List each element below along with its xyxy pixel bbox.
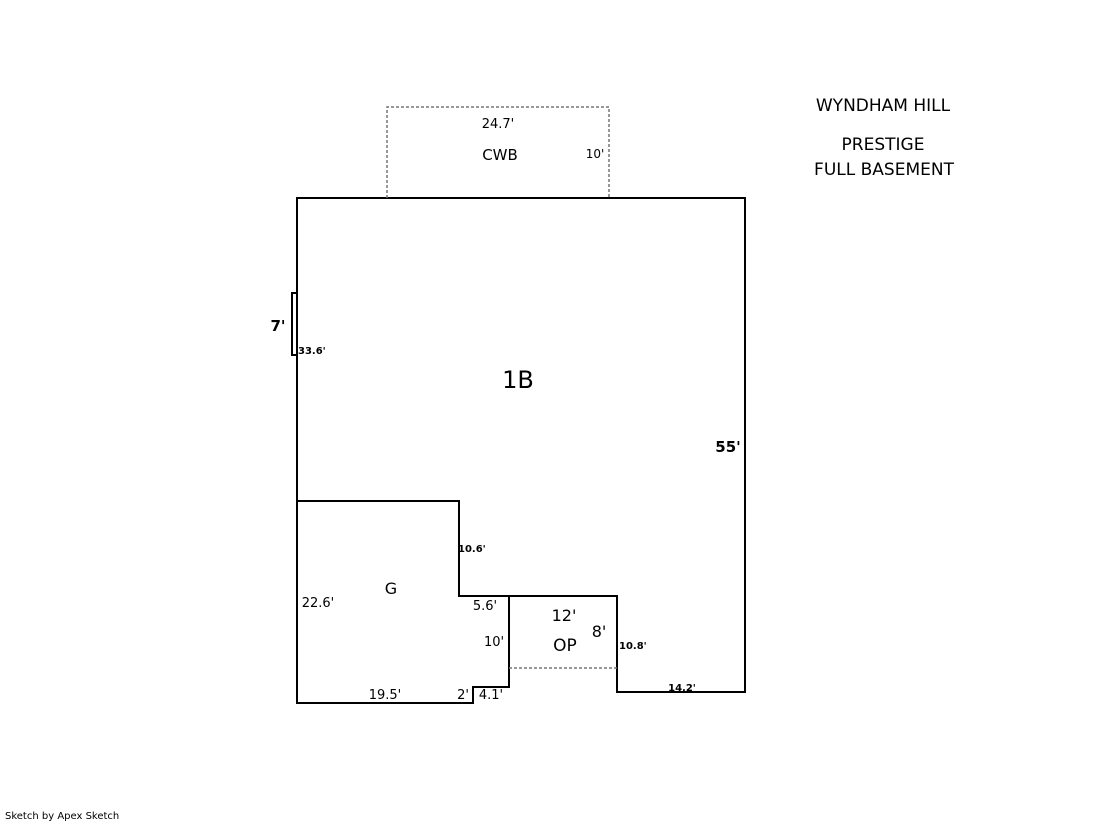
dim-garage-inner2: 10'	[484, 635, 504, 650]
dim-cwb-width: 24.7'	[482, 117, 515, 132]
dim-garage-inner: 10.6'	[458, 544, 486, 555]
dim-right-wall: 55'	[715, 438, 740, 456]
area-porch-label: OP	[553, 636, 577, 656]
title-line3: FULL BASEMENT	[814, 160, 955, 180]
cwb-outline	[386, 106, 610, 198]
dim-op-depth: 8'	[592, 622, 607, 641]
dim-left-wall: 33.6'	[298, 346, 326, 357]
bump-out	[291, 292, 298, 356]
title-line1: WYNDHAM HILL	[816, 96, 951, 116]
dim-garage-side: 22.6'	[302, 596, 335, 611]
area-garage-label: G	[385, 579, 397, 598]
dim-cwb-depth: 10'	[586, 147, 605, 161]
footer-credit: Sketch by Apex Sketch	[5, 811, 119, 821]
title-line2: PRESTIGE	[842, 135, 925, 155]
main-outline	[296, 197, 746, 704]
area-cwb-label: CWB	[482, 146, 518, 164]
dim-bump: 7'	[270, 317, 285, 335]
area-1b-label: 1B	[502, 366, 534, 394]
dim-step-a: 2'	[457, 688, 469, 703]
dim-garage-step: 5.6'	[473, 599, 497, 614]
dim-bottom-right: 14.2'	[668, 683, 696, 694]
dim-op-width: 12'	[552, 606, 577, 625]
dim-garage-bottom: 19.5'	[369, 688, 402, 703]
dim-step-b: 4.1'	[479, 688, 503, 703]
garage-wall	[297, 500, 509, 597]
dim-right-step: 10.8'	[619, 641, 647, 652]
